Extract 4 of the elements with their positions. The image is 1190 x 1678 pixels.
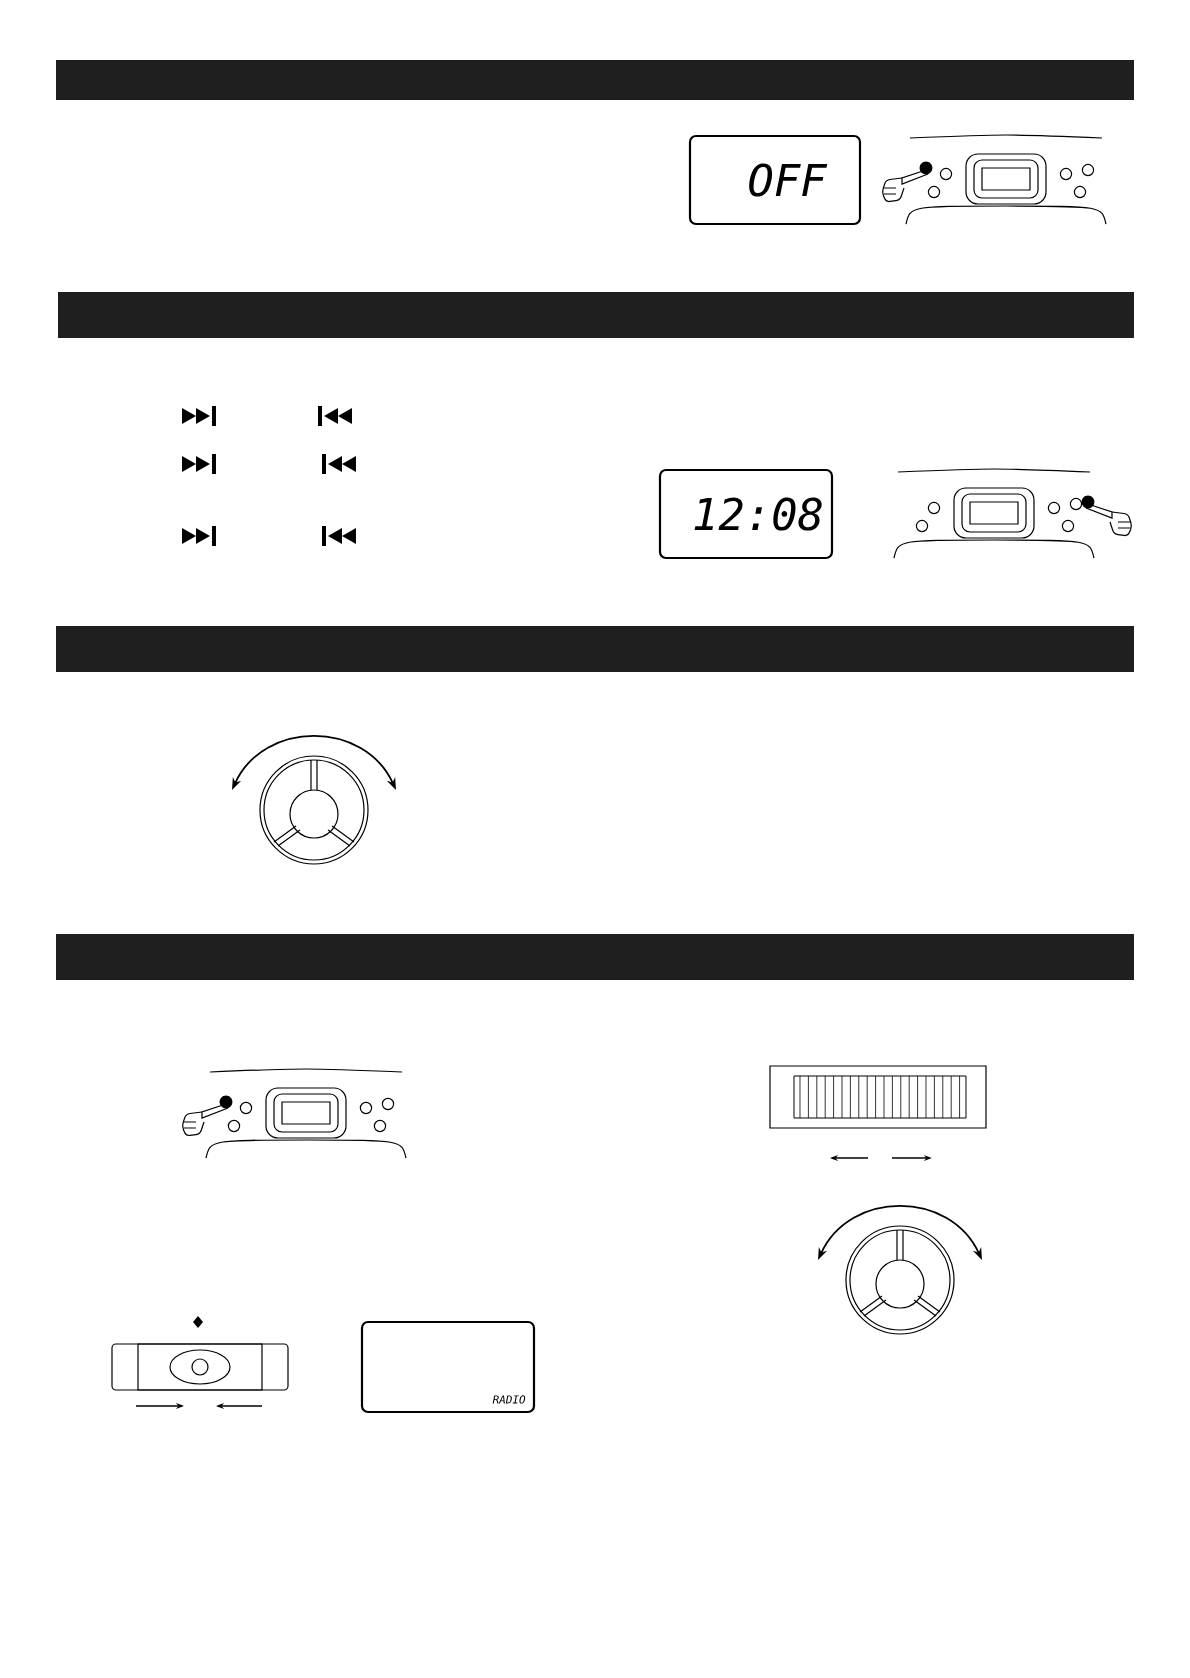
node-text: OFF	[749, 163, 828, 197]
lcd-display: OFF	[688, 134, 862, 226]
node-text: 12:08	[694, 497, 822, 531]
lcd-display: 12:08	[658, 468, 834, 560]
